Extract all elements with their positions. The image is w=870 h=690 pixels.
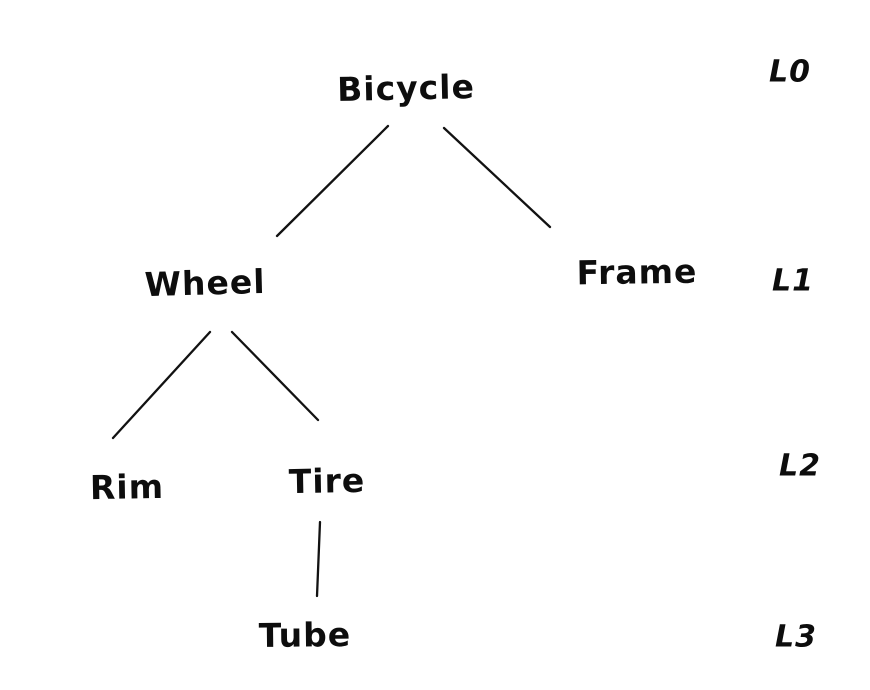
tree-node-frame: Frame <box>576 251 698 293</box>
tree-node-wheel: Wheel <box>144 261 266 305</box>
tree-node-rim: Rim <box>89 466 165 508</box>
tree-node-bicycle: Bicycle <box>336 67 476 109</box>
tree-node-tube: Tube <box>258 615 352 655</box>
edge-tire-tube <box>315 520 322 598</box>
edge-bicycle-wheel <box>275 124 390 238</box>
level-label-l1: L1 <box>772 263 814 299</box>
level-label-l3: L3 <box>775 619 817 655</box>
edge-wheel-tire <box>230 330 320 422</box>
tree-node-tire: Tire <box>288 460 366 502</box>
edge-bicycle-frame <box>442 126 552 229</box>
edge-wheel-rim <box>111 330 212 440</box>
level-label-l2: L2 <box>779 448 821 484</box>
level-label-l0: L0 <box>769 54 811 90</box>
